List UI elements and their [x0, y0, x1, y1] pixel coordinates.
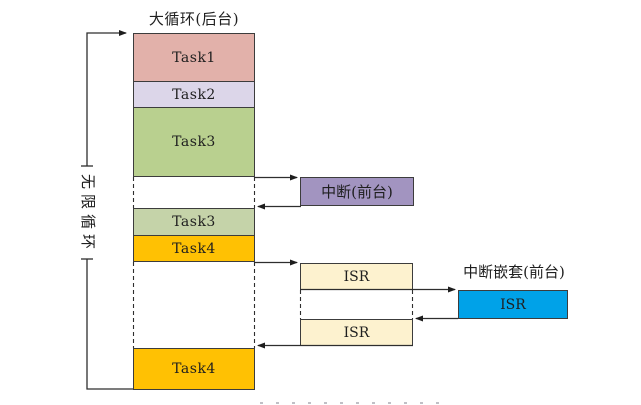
loop-entry-line: [86, 30, 127, 166]
task1-label: Task1: [172, 49, 216, 66]
task4-resume-block: Task4: [133, 348, 255, 390]
task4-block: Task4: [133, 235, 255, 262]
loop-return-line: [86, 259, 133, 390]
task3-resume-block: Task3: [133, 208, 255, 236]
nested-interrupt-title: 中断嵌套(前台): [463, 263, 565, 281]
task4-resume-label: Task4: [172, 361, 216, 377]
interrupt-label: 中断(前台): [321, 183, 393, 201]
isr-box-2: ISR: [300, 319, 413, 346]
task2-label: Task2: [172, 86, 216, 103]
interrupt-box: 中断(前台): [300, 177, 414, 206]
task2-block: Task2: [133, 81, 255, 108]
task4-label: Task4: [172, 240, 216, 257]
task1-block: Task1: [133, 33, 255, 82]
background-loop-title: 大循环(后台): [148, 10, 240, 28]
nested-isr-label: ISR: [500, 296, 526, 313]
task3-label: Task3: [172, 134, 216, 150]
infinite-loop-label: 无限循环: [79, 169, 97, 259]
task3-resume-label: Task3: [172, 214, 216, 230]
isr-box-1-label: ISR: [343, 268, 370, 285]
nested-isr-box: ISR: [458, 290, 568, 319]
task3-block: Task3: [133, 107, 255, 177]
isr-box-2-label: ISR: [343, 324, 370, 341]
isr-box-1: ISR: [300, 263, 413, 290]
